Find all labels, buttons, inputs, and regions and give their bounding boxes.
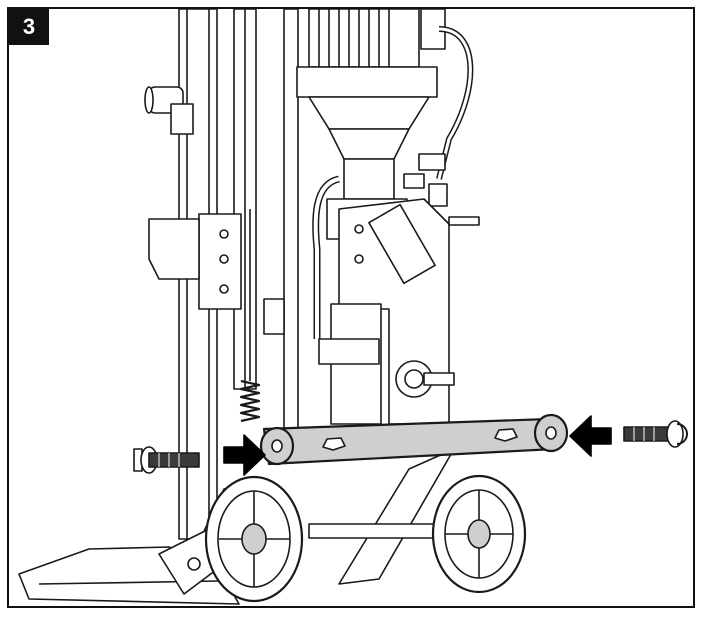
motor bbox=[296, 9, 446, 240]
axle-bar bbox=[259, 413, 569, 466]
hose-fittings bbox=[403, 153, 448, 207]
bolt-icon bbox=[623, 420, 688, 448]
arrow-left-icon bbox=[569, 415, 612, 457]
hose bbox=[312, 26, 474, 339]
rail-bracket bbox=[148, 213, 285, 335]
bolt-icon bbox=[133, 446, 200, 474]
step-number-badge: 3 bbox=[9, 9, 49, 45]
arrow-right-icon bbox=[223, 434, 266, 476]
assembly-illustration bbox=[18, 9, 688, 605]
pump-cylinder bbox=[318, 303, 455, 425]
right-wheel bbox=[431, 474, 527, 594]
left-wheel bbox=[204, 475, 304, 603]
figure-frame: 3 bbox=[7, 7, 695, 608]
spring bbox=[239, 209, 261, 423]
top-left-fitting bbox=[144, 86, 194, 135]
